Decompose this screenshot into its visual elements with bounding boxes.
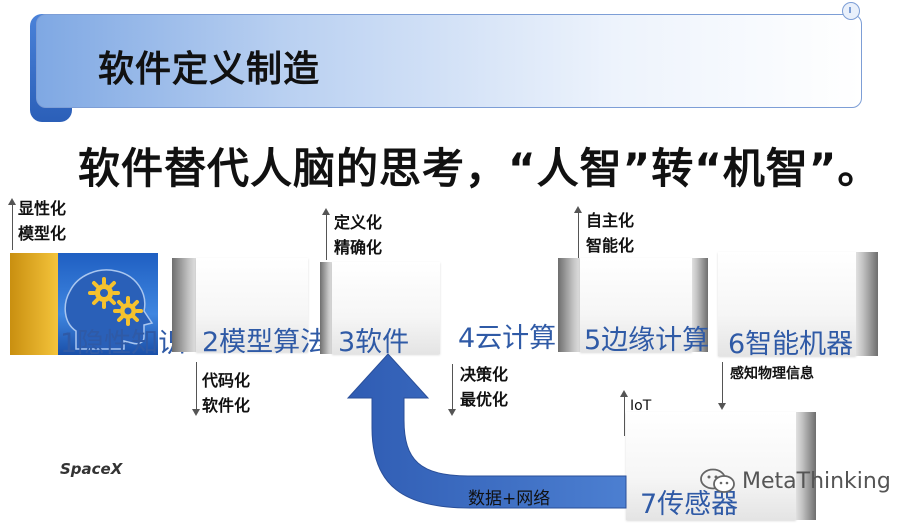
up-arrow <box>620 390 628 436</box>
annotation-line: 代码化 <box>202 371 251 390</box>
box-label: 7传感器 <box>640 489 739 520</box>
box-label: 3软件 <box>338 327 410 358</box>
annotation-line: 模型化 <box>18 224 67 243</box>
box-label: 2模型算法 <box>202 327 328 358</box>
box-front <box>626 412 796 520</box>
box-smart-machine: 6智能机器 <box>718 252 878 360</box>
annotation-explicit: 显性化 模型化 <box>18 196 66 246</box>
box-side <box>320 262 332 354</box>
title-banner <box>36 14 862 108</box>
down-arrow <box>718 362 726 410</box>
box-side <box>558 258 580 352</box>
box-software: 3软件 <box>320 262 440 358</box>
up-arrow <box>574 206 582 258</box>
box-tacit-knowledge: 1隐性知识 <box>10 253 185 359</box>
box-label: 4云计算 <box>458 323 557 354</box>
slide-title: 软件定义制造 <box>98 49 321 90</box>
annotation-autonomy: 自主化 智能化 <box>586 208 634 258</box>
down-arrow <box>192 362 200 416</box>
box-front <box>332 262 440 354</box>
annotation-line: 决策化 <box>460 365 509 384</box>
spacex-label: SpaceX <box>60 460 123 478</box>
box-edge-computing: 5边缘计算 <box>558 258 709 356</box>
box-model-algorithm: 2模型算法 <box>172 258 327 358</box>
box-side <box>10 253 58 355</box>
head-gears-icon <box>64 269 154 350</box>
wechat-icon <box>700 468 735 493</box>
annotation-iot: IoT <box>630 398 652 414</box>
annotation-line: 软件化 <box>202 396 251 415</box>
box-front <box>580 258 692 352</box>
watermark: MetaThinking <box>700 468 891 494</box>
box-cloud-computing: 4云计算 <box>452 262 562 354</box>
box-front <box>58 253 158 355</box>
up-arrow <box>322 208 330 260</box>
annotation-line: 最优化 <box>460 390 509 409</box>
box-front <box>718 252 856 356</box>
up-arrow <box>8 198 16 250</box>
box-label: 5边缘计算 <box>584 325 710 356</box>
box-side <box>172 258 196 352</box>
box-sensor: 7传感器 <box>626 412 816 520</box>
slide-subtitle: 软件替代人脑的思考，“人智”转“机智”。 <box>78 144 881 193</box>
annotation-line: 定义化 <box>334 213 383 232</box>
annotation-line: 自主化 <box>586 211 635 230</box>
feedback-label: 数据+网络 <box>468 489 551 509</box>
box-label: 1隐性知识 <box>60 328 186 359</box>
annotation-line: 智能化 <box>586 236 635 255</box>
annotation-decision: 决策化 最优化 <box>460 362 508 412</box>
annotation-perceive: 感知物理信息 <box>730 366 814 382</box>
box-front <box>196 258 308 352</box>
annotation-define: 定义化 精确化 <box>334 210 382 260</box>
down-arrow <box>448 364 456 416</box>
watermark-text: MetaThinking <box>742 468 891 494</box>
annotation-line: 精确化 <box>334 238 383 257</box>
annotation-code: 代码化 软件化 <box>202 368 250 418</box>
box-label: 6智能机器 <box>728 329 854 360</box>
scroll-curl-icon <box>842 2 860 20</box>
annotation-line: 显性化 <box>18 199 67 218</box>
